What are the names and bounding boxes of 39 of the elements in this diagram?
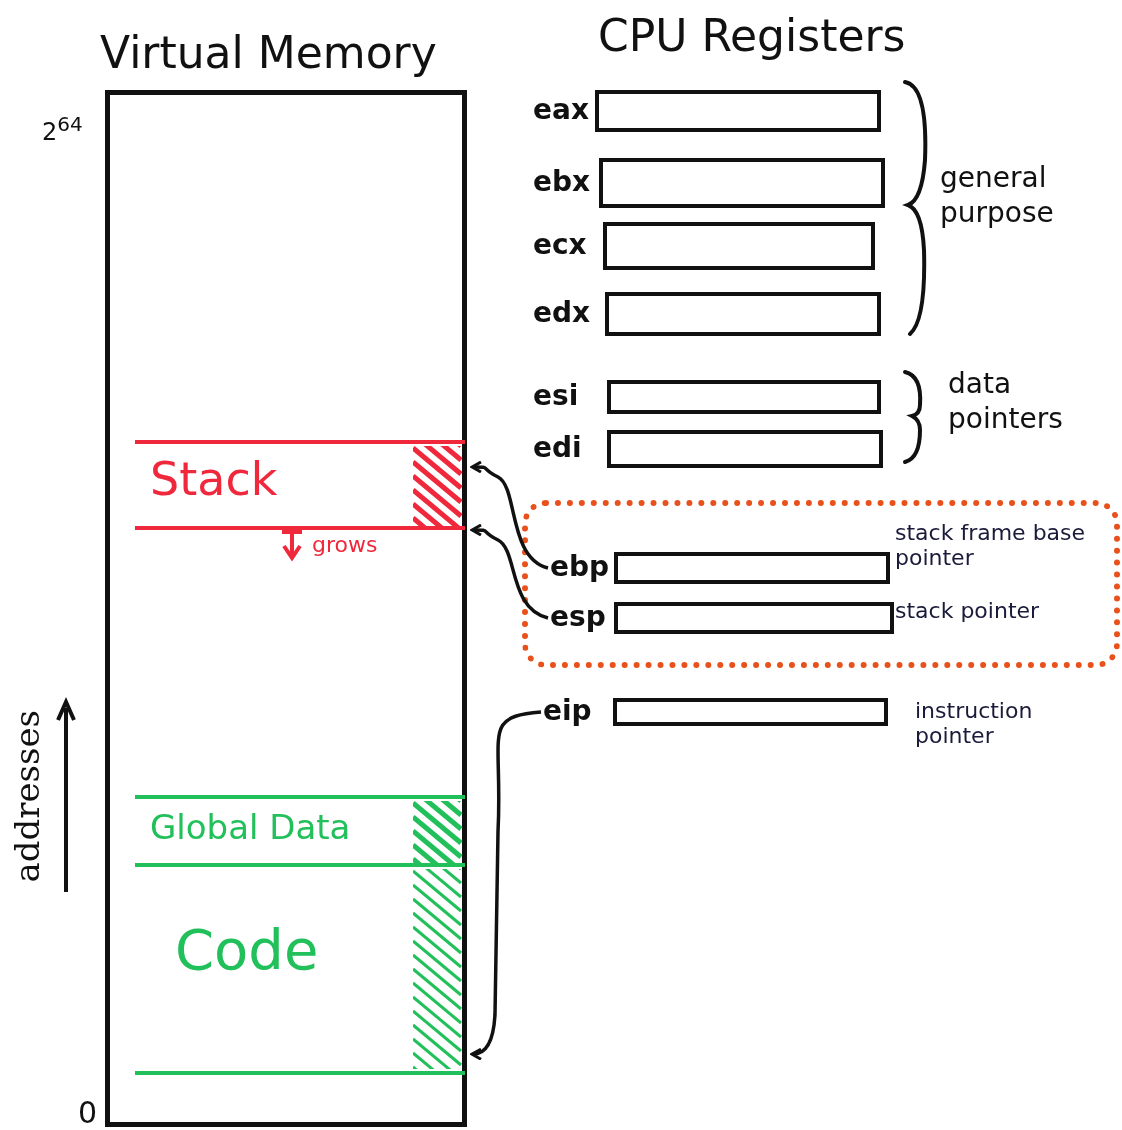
register-name: esi [533, 379, 579, 412]
region-label: Global Data [150, 807, 351, 847]
register-name: edx [533, 296, 591, 329]
memory-region [135, 795, 465, 867]
register-name: esp [550, 600, 606, 633]
register-name: ebx [533, 165, 591, 198]
register-description: stack frame base pointer [895, 520, 1087, 571]
register-row [533, 222, 875, 270]
memory-region [135, 867, 465, 1075]
arrow [470, 710, 542, 1060]
register-row [533, 158, 885, 208]
register-row [533, 292, 881, 336]
region-label: Stack [150, 452, 278, 506]
register-name: eip [543, 694, 592, 727]
address-label: 2$^{64}$ [42, 112, 83, 147]
memory-region [135, 440, 465, 530]
register-description: instruction pointer [915, 698, 1034, 749]
annotation: grows [312, 532, 378, 558]
register-description: stack pointer [895, 598, 1041, 624]
region-label: Code [175, 917, 319, 982]
brace-label: general purpose [940, 160, 1055, 230]
register-name: ebp [550, 550, 610, 583]
register-row [533, 380, 881, 414]
register-name: ecx [533, 228, 587, 261]
register-row [533, 90, 881, 132]
heading: CPU Registers [598, 9, 906, 63]
register-name: edi [533, 431, 582, 464]
brace-label: data pointers [948, 366, 1064, 436]
register-row [543, 698, 888, 726]
dashed-group-box [522, 500, 1120, 668]
address-label: 0 [78, 1094, 98, 1130]
arrow [470, 523, 549, 620]
register-row [533, 430, 883, 468]
axis-label: addresses [5, 708, 48, 885]
heading: Virtual Memory [100, 27, 437, 78]
register-row [550, 552, 890, 584]
register-row [550, 602, 894, 634]
arrow [470, 460, 549, 570]
register-name: eax [533, 93, 589, 126]
